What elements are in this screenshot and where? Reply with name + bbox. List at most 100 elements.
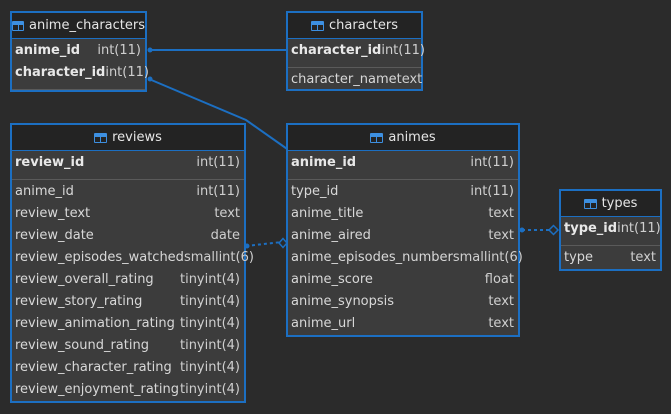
column-name: anime_score (291, 271, 373, 287)
column-row[interactable]: type_id int(11) (288, 180, 518, 202)
column-name: anime_id (15, 183, 74, 199)
link-end-diamond (547, 224, 560, 236)
key-separator (12, 173, 244, 180)
column-type: text (488, 293, 514, 309)
table-icon (12, 20, 24, 31)
column-type: int(11) (97, 42, 141, 58)
column-name: anime_synopsis (291, 293, 395, 309)
primary-key-row[interactable]: anime_id int(11) (12, 39, 145, 61)
link-end-dot (519, 227, 525, 233)
column-type: text (630, 249, 656, 265)
column-name: review_date (15, 227, 94, 243)
table-title: reviews (112, 130, 162, 145)
primary-key-row[interactable]: anime_id int(11) (288, 151, 518, 173)
column-type: int(11) (381, 42, 425, 58)
column-row[interactable]: anime_title text (288, 202, 518, 224)
table-header: anime_characters (12, 13, 145, 39)
table-icon (310, 20, 324, 31)
column-type: text (488, 227, 514, 243)
column-type: text (396, 71, 423, 87)
column-name: review_enjoyment_rating (15, 381, 179, 397)
column-type: tinyint(4) (179, 381, 240, 397)
column-type: float (484, 271, 514, 287)
table-title: animes (388, 130, 436, 145)
column-row[interactable]: review_character_rating tinyint(4) (12, 356, 244, 378)
column-name: anime_id (291, 154, 357, 170)
table-icon (583, 198, 597, 209)
column-row[interactable]: anime_synopsis text (288, 290, 518, 312)
column-type: smallint(6) (452, 249, 523, 265)
column-type: text (214, 205, 240, 221)
column-type: tinyint(4) (179, 271, 240, 287)
column-type: tinyint(4) (179, 315, 240, 331)
column-row[interactable]: anime_aired text (288, 224, 518, 246)
table-header: reviews (12, 125, 244, 151)
table-icon (94, 132, 108, 143)
table-header: animes (288, 125, 518, 151)
column-type: text (488, 205, 514, 221)
key-separator (288, 173, 518, 180)
table-header: characters (288, 13, 421, 39)
table-title: types (601, 196, 638, 211)
table-header: types (561, 191, 660, 217)
link-reviews-animes (245, 241, 283, 247)
key-separator (561, 239, 660, 246)
column-name: anime_title (291, 205, 364, 221)
column-type: int(11) (105, 64, 149, 80)
link-anime-characters-animes (148, 78, 291, 152)
column-row[interactable]: anime_url text (288, 312, 518, 334)
column-row[interactable]: anime_id int(11) (12, 180, 244, 202)
column-name: anime_episodes_number (291, 249, 453, 265)
table-icon (370, 132, 384, 143)
column-name: review_id (15, 154, 85, 170)
column-type: int(11) (196, 183, 240, 199)
column-name: review_animation_rating (15, 315, 175, 331)
key-separator (288, 61, 421, 68)
column-name: character_name (291, 71, 397, 87)
table-title: anime_characters (28, 18, 145, 33)
column-type: text (488, 315, 514, 331)
table-title: characters (328, 18, 399, 33)
column-type: int(11) (617, 220, 661, 236)
column-name: character_id (15, 64, 106, 80)
column-type: int(11) (470, 154, 514, 170)
key-separator (12, 83, 145, 90)
column-name: type_id (291, 183, 339, 199)
column-type: tinyint(4) (179, 359, 240, 375)
column-name: review_character_rating (15, 359, 172, 375)
column-name: anime_url (291, 315, 356, 331)
column-name: review_sound_rating (15, 337, 149, 353)
column-type: int(11) (470, 183, 514, 199)
column-name: review_episodes_watched (15, 249, 184, 265)
link-end-dot (147, 76, 153, 82)
link-end-dot (147, 47, 153, 53)
column-name: anime_aired (291, 227, 371, 243)
column-type: tinyint(4) (179, 337, 240, 353)
column-row[interactable]: review_date date (12, 224, 244, 246)
column-name: character_id (291, 42, 382, 58)
column-type: date (210, 227, 240, 243)
column-name: type_id (564, 220, 618, 236)
column-name: anime_id (15, 42, 81, 58)
column-row[interactable]: review_sound_rating tinyint(4) (12, 334, 244, 356)
column-row[interactable]: anime_score float (288, 268, 518, 290)
column-type: tinyint(4) (179, 293, 240, 309)
